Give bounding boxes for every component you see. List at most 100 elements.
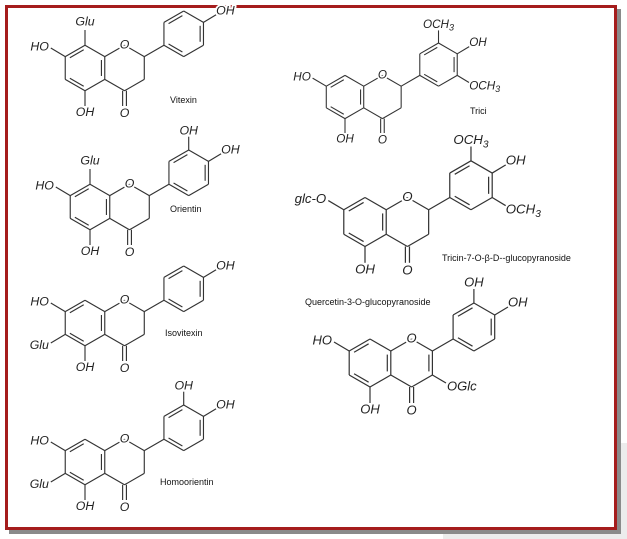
atom-label: OH <box>469 36 487 49</box>
bond <box>124 333 145 347</box>
bond <box>470 160 493 174</box>
atom-label: Glu <box>30 338 49 352</box>
atom-label: HO <box>313 332 333 347</box>
bond <box>163 44 184 58</box>
atom-label: HO <box>30 294 49 308</box>
double-bond <box>74 216 89 226</box>
bond <box>124 44 145 58</box>
atom-label: OH <box>216 397 235 411</box>
bond <box>407 233 429 248</box>
bond <box>183 44 204 58</box>
bond <box>473 338 495 352</box>
substituent-bond <box>494 306 509 316</box>
double-bond <box>353 343 369 353</box>
double-bond <box>168 409 183 419</box>
substituent-bond <box>50 441 66 452</box>
atom-label: OH <box>76 360 95 374</box>
bond <box>188 149 209 162</box>
atom-label: O <box>120 37 130 51</box>
bond <box>411 338 433 352</box>
double-bond <box>168 43 183 53</box>
atom-label: OH <box>76 105 95 119</box>
atom-label: OH <box>221 142 240 156</box>
substituent-bond <box>208 153 222 162</box>
bond <box>343 233 366 248</box>
atom-label: O <box>407 402 417 417</box>
bond <box>473 302 495 316</box>
atom-label: O <box>378 133 387 146</box>
substituent-bond <box>55 186 71 197</box>
structure-name: Isovitexin <box>165 328 203 338</box>
atom-label: OCH3 <box>453 132 488 150</box>
atom-label: OH <box>76 499 95 513</box>
bond <box>69 217 91 231</box>
bond <box>129 217 150 231</box>
double-bond <box>353 373 369 383</box>
bond <box>411 374 433 388</box>
double-bond <box>457 307 473 317</box>
substituent-bond <box>327 200 345 211</box>
double-bond <box>74 188 89 198</box>
bond <box>382 107 402 120</box>
bond <box>64 78 86 92</box>
bond <box>64 333 86 347</box>
atom-label: OH <box>506 152 526 167</box>
quercetin-glucoside-structure: HO OH O O OGlc OH OH <box>311 272 531 419</box>
bond <box>183 438 204 452</box>
bond <box>385 233 408 248</box>
bond <box>188 183 209 197</box>
double-bond <box>330 106 345 115</box>
bond <box>369 374 392 388</box>
substituent-bond <box>50 47 66 58</box>
atom-label: O <box>120 106 130 120</box>
bond <box>449 196 472 211</box>
bond <box>124 472 145 486</box>
bond <box>84 78 106 92</box>
double-bond <box>69 471 84 481</box>
bond <box>183 404 204 417</box>
structure-name: Homoorientin <box>160 477 214 487</box>
bond <box>104 44 125 58</box>
double-bond <box>168 298 183 308</box>
bond <box>390 338 412 352</box>
bond <box>64 472 86 486</box>
substituent-bond <box>203 269 217 278</box>
bond <box>470 196 493 211</box>
atom-label: OCH3 <box>423 18 454 33</box>
double-bond <box>454 195 470 206</box>
bond <box>163 438 184 452</box>
bond <box>89 217 111 231</box>
bond <box>348 338 371 352</box>
bond <box>344 74 364 87</box>
bond <box>109 183 130 197</box>
double-bond <box>454 165 470 175</box>
atom-label: OH <box>355 261 375 276</box>
atom-label: OH <box>216 3 235 17</box>
double-bond <box>69 304 84 314</box>
bond <box>124 299 145 313</box>
background-panel <box>618 443 627 539</box>
double-bond <box>168 15 183 25</box>
bond <box>382 74 402 87</box>
bond <box>84 44 106 58</box>
double-bond <box>173 182 188 192</box>
bond <box>143 44 165 58</box>
bond <box>400 74 421 87</box>
atom-label: O <box>125 245 135 259</box>
background-panel <box>443 531 627 539</box>
substituent-bond <box>50 333 66 344</box>
bond <box>369 338 392 352</box>
bond <box>148 183 170 197</box>
atom-label: OGlc <box>447 378 477 393</box>
structure-name: Quercetin-3-O-glucopyranoside <box>305 297 431 307</box>
atom-label: OH <box>81 244 100 258</box>
atom-label: O <box>402 189 412 204</box>
atom-label: OH <box>464 274 484 289</box>
bond <box>385 196 408 211</box>
atom-label: OCH3 <box>469 79 500 94</box>
substituent-bond <box>432 374 447 384</box>
bond <box>163 10 184 23</box>
isovitexin-structure: HO Glu OH O O OH <box>28 256 237 376</box>
structure-name: Tricin-7-O-β-D--glucopyranoside <box>442 253 571 263</box>
